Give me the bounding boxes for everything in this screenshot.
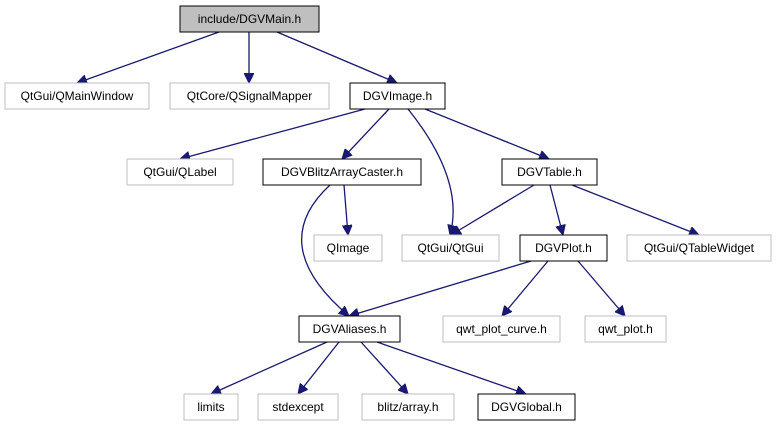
node-dgvglobal[interactable]: DGVGlobal.h (477, 393, 576, 421)
node-box (519, 234, 608, 262)
node-label: limits (197, 400, 224, 414)
node-label: DGVPlot.h (535, 241, 592, 255)
node-main: include/DGVMain.h (179, 5, 320, 33)
edge-dgvtable-to-qtablew (571, 184, 699, 235)
node-box (349, 82, 446, 110)
edges-layer (77, 31, 699, 394)
node-qtgui: QtGui/QtGui (401, 234, 500, 262)
edge-dgvplot-to-qwtcurve (502, 260, 549, 316)
node-box (584, 315, 667, 343)
node-dgvimage[interactable]: DGVImage.h (349, 82, 446, 110)
node-label: QtGui/QtGui (417, 241, 483, 255)
node-box (626, 234, 772, 262)
node-label: QtGui/QTableWidget (644, 241, 755, 255)
node-qtablew: QtGui/QTableWidget (626, 234, 772, 262)
edge-main-to-qmainwin (77, 31, 220, 83)
node-box (298, 315, 401, 343)
edge-dgvimage-to-qtgui (407, 108, 453, 235)
node-label: qwt_plot.h (598, 322, 653, 336)
node-box (262, 158, 422, 186)
node-caster[interactable]: DGVBlitzArrayCaster.h (262, 158, 422, 186)
edge-dgvtable-to-qtgui (451, 184, 535, 235)
node-box (401, 234, 500, 262)
node-qsigmap: QtCore/QSignalMapper (169, 82, 330, 110)
node-box (257, 393, 339, 421)
node-box (4, 82, 150, 110)
node-box (126, 158, 234, 186)
node-blitzarray: blitz/array.h (361, 393, 455, 421)
node-box (169, 82, 330, 110)
node-label: DGVGlobal.h (491, 400, 562, 414)
node-aliases[interactable]: DGVAliases.h (298, 315, 401, 343)
node-qmainwin: QtGui/QMainWindow (4, 82, 150, 110)
node-label: DGVTable.h (517, 165, 582, 179)
node-qwtplot: qwt_plot.h (584, 315, 667, 343)
node-label: DGVAliases.h (313, 322, 387, 336)
node-box (442, 315, 561, 343)
node-qlabel: QtGui/QLabel (126, 158, 234, 186)
node-label: stdexcept (272, 400, 324, 414)
node-qimage: QImage (313, 234, 383, 262)
node-box (313, 234, 383, 262)
node-label: QtCore/QSignalMapper (187, 89, 312, 103)
node-dgvplot[interactable]: DGVPlot.h (519, 234, 608, 262)
node-label: QImage (327, 241, 370, 255)
node-label: QtGui/QLabel (143, 165, 216, 179)
node-label: qwt_plot_curve.h (456, 322, 547, 336)
edge-dgvplot-to-aliases (349, 260, 532, 316)
node-label: DGVImage.h (363, 89, 432, 103)
node-box (361, 393, 455, 421)
edge-dgvplot-to-qwtplot (577, 260, 625, 316)
edge-aliases-to-stdexcept (298, 341, 340, 394)
node-label: include/DGVMain.h (198, 12, 301, 26)
edge-caster-to-qimage (344, 184, 348, 235)
edge-aliases-to-dgvglobal (376, 341, 526, 394)
node-qwtcurve: qwt_plot_curve.h (442, 315, 561, 343)
node-label: blitz/array.h (377, 400, 438, 414)
node-label: QtGui/QMainWindow (21, 89, 134, 103)
node-dgvtable[interactable]: DGVTable.h (501, 158, 598, 186)
node-box (477, 393, 576, 421)
node-stdexcept: stdexcept (257, 393, 339, 421)
node-box (183, 393, 239, 421)
edge-caster-to-aliases (301, 184, 349, 316)
edge-dgvtable-to-dgvplot (549, 184, 563, 235)
edge-aliases-to-blitzarray (360, 341, 408, 394)
edge-aliases-to-limits (211, 341, 328, 394)
edge-dgvimage-to-qlabel (180, 108, 366, 159)
node-limits: limits (183, 393, 239, 421)
node-box (179, 5, 320, 33)
edge-main-to-dgvimage (276, 31, 397, 83)
node-box (501, 158, 598, 186)
edge-dgvimage-to-dgvtable (424, 108, 549, 159)
edge-dgvimage-to-caster (342, 108, 390, 159)
node-label: DGVBlitzArrayCaster.h (281, 165, 403, 179)
